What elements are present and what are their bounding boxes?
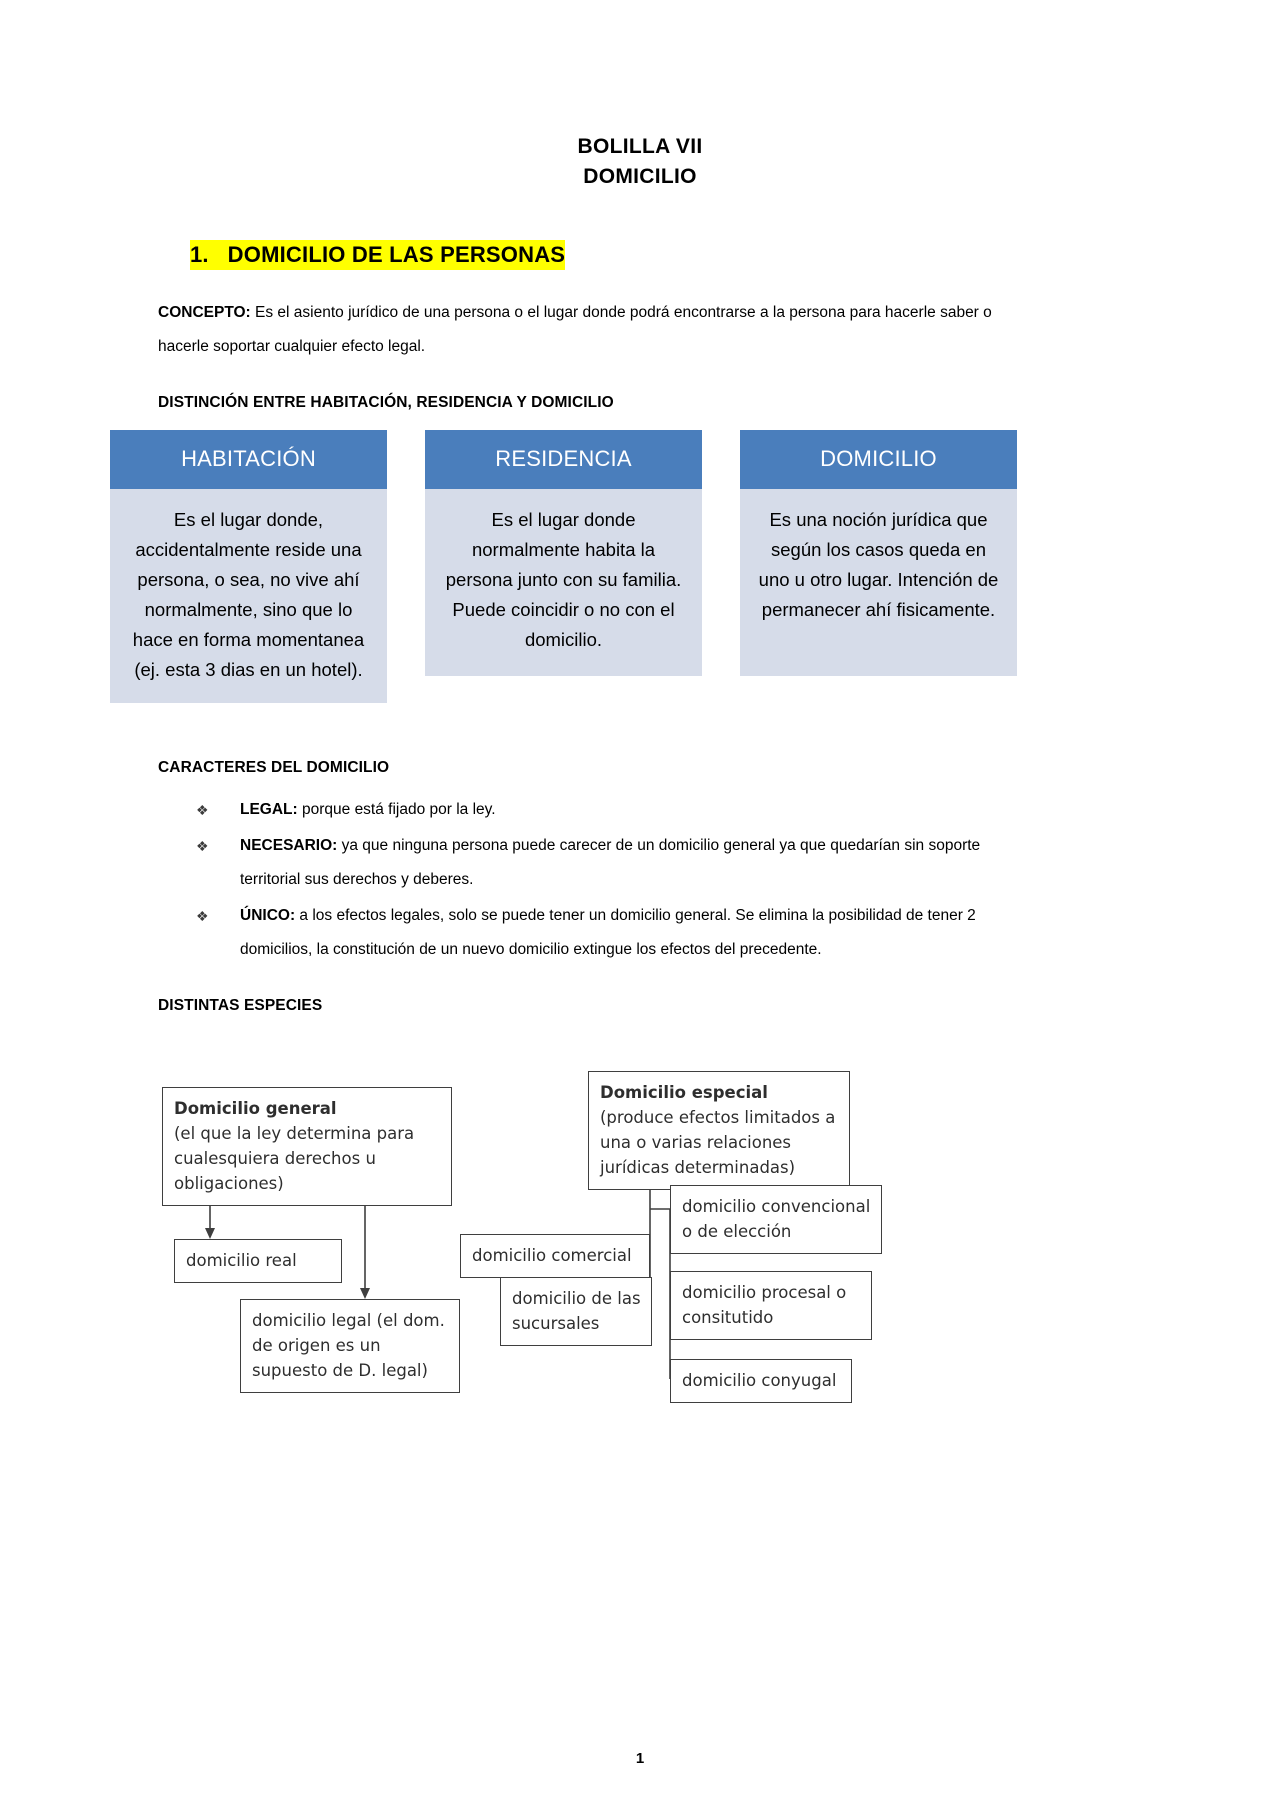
node-title: domicilio de las sucursales bbox=[512, 1289, 641, 1333]
concepto-paragraph: CONCEPTO: Es el asiento jurídico de una … bbox=[158, 296, 1030, 364]
diagram-node-domicilio-comercial: domicilio comercial bbox=[460, 1234, 650, 1278]
comparison-header-residencia: RESIDENCIA bbox=[425, 430, 702, 489]
diamond-bullet-icon: ❖ bbox=[196, 908, 209, 924]
list-item-label: LEGAL: bbox=[240, 801, 298, 818]
especies-diagram: Domicilio general (el que la ley determi… bbox=[150, 1071, 1150, 1429]
diagram-node-domicilio-procesal: domicilio procesal o consitutido bbox=[670, 1271, 872, 1340]
page-subtitle: DOMICILIO bbox=[583, 165, 697, 188]
comparison-header-habitacion: HABITACIÓN bbox=[110, 430, 387, 489]
caracteres-section: CARACTERES DEL DOMICILIO ❖ LEGAL: porque… bbox=[0, 757, 1280, 1017]
node-title: Domicilio especial bbox=[600, 1083, 768, 1102]
list-item-label: ÚNICO: bbox=[240, 907, 296, 924]
diagram-node-domicilio-sucursales: domicilio de las sucursales bbox=[500, 1277, 652, 1346]
list-item-label: NECESARIO: bbox=[240, 837, 338, 854]
page-number: 1 bbox=[635, 1750, 645, 1767]
body-content: CONCEPTO: Es el asiento jurídico de una … bbox=[0, 296, 1280, 414]
node-title: Domicilio general bbox=[174, 1099, 337, 1118]
node-title: domicilio comercial bbox=[472, 1246, 632, 1265]
diagram-node-domicilio-especial: Domicilio especial (produce efectos limi… bbox=[588, 1071, 850, 1190]
concepto-label: CONCEPTO: bbox=[158, 304, 251, 321]
page-title: BOLILLA VII bbox=[577, 135, 703, 158]
node-title: domicilio convencional o de elección bbox=[682, 1197, 871, 1241]
comparison-column-domicilio: DOMICILIO Es una noción jurídica que seg… bbox=[740, 430, 1017, 703]
especies-heading: DISTINTAS ESPECIES bbox=[158, 997, 323, 1014]
diagram-node-domicilio-conyugal: domicilio conyugal bbox=[670, 1359, 852, 1403]
caracteres-heading: CARACTERES DEL DOMICILIO bbox=[158, 759, 390, 776]
list-item: ❖ LEGAL: porque está fijado por la ley. bbox=[196, 793, 1030, 827]
node-title: domicilio real bbox=[186, 1251, 297, 1270]
diagram-node-domicilio-convencional: domicilio convencional o de elección bbox=[670, 1185, 882, 1254]
node-title: domicilio legal (el dom. de origen es un… bbox=[252, 1311, 445, 1380]
node-detail: (el que la ley determina para cualesquie… bbox=[174, 1124, 415, 1193]
diagram-node-domicilio-real: domicilio real bbox=[174, 1239, 342, 1283]
comparison-body-domicilio: Es una noción jurídica que según los cas… bbox=[740, 489, 1017, 676]
diamond-bullet-icon: ❖ bbox=[196, 838, 209, 854]
diagram-node-domicilio-general: Domicilio general (el que la ley determi… bbox=[162, 1087, 452, 1206]
comparison-header-domicilio: DOMICILIO bbox=[740, 430, 1017, 489]
distincion-heading: DISTINCIÓN ENTRE HABITACIÓN, RESIDENCIA … bbox=[158, 394, 614, 411]
list-item-text: ya que ninguna persona puede carecer de … bbox=[240, 837, 981, 888]
section-heading-container: 1. DOMICILIO DE LAS PERSONAS bbox=[0, 240, 1280, 270]
node-title: domicilio conyugal bbox=[682, 1371, 837, 1390]
comparison-body-residencia: Es el lugar donde normalmente habita la … bbox=[425, 489, 702, 676]
comparison-column-habitacion: HABITACIÓN Es el lugar donde, accidental… bbox=[110, 430, 387, 703]
caracteres-list: ❖ LEGAL: porque está fijado por la ley. … bbox=[158, 793, 1030, 967]
list-item: ❖ NECESARIO: ya que ninguna persona pued… bbox=[196, 829, 1030, 897]
comparison-column-residencia: RESIDENCIA Es el lugar donde normalmente… bbox=[425, 430, 702, 703]
comparison-table: HABITACIÓN Es el lugar donde, accidental… bbox=[0, 430, 1280, 703]
concepto-text: Es el asiento jurídico de una persona o … bbox=[158, 304, 992, 355]
node-title: domicilio procesal o consitutido bbox=[682, 1283, 847, 1327]
list-item-text: porque está fijado por la ley. bbox=[297, 801, 496, 818]
list-item: ❖ ÚNICO: a los efectos legales, solo se … bbox=[196, 899, 1030, 967]
list-item-text: a los efectos legales, solo se puede ten… bbox=[240, 907, 976, 958]
section-heading-highlighted: 1. DOMICILIO DE LAS PERSONAS bbox=[190, 240, 566, 270]
diamond-bullet-icon: ❖ bbox=[196, 802, 209, 818]
comparison-body-habitacion: Es el lugar donde, accidentalmente resid… bbox=[110, 489, 387, 703]
diagram-node-domicilio-legal: domicilio legal (el dom. de origen es un… bbox=[240, 1299, 460, 1393]
node-detail: (produce efectos limitados a una o varia… bbox=[600, 1108, 836, 1177]
